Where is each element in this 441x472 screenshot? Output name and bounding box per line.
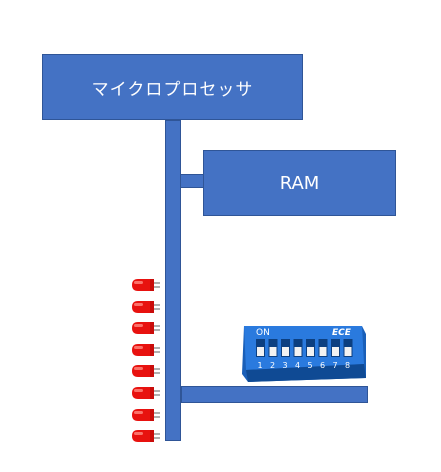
dip-number-3: 3 [283,361,288,370]
dip-brand-label: ECE [332,328,352,338]
led-3 [131,322,161,335]
dip-switch-4[interactable] [293,339,303,357]
led-7 [131,408,161,421]
dip-switch-7[interactable] [331,339,340,357]
led-2 [131,300,161,313]
dip-switch-2[interactable] [268,339,278,357]
microprocessor-label: マイクロプロセッサ [91,79,254,100]
dip-number-2: 2 [270,361,275,370]
bus-branch-io [181,386,368,403]
led-5 [131,365,161,378]
dip-on-label: ON [256,328,270,338]
led-6 [131,387,161,399]
led-8 [131,430,161,443]
ram-label: RAM [279,172,320,194]
dip-switch-6[interactable] [318,339,328,357]
dip-switch-8[interactable] [343,339,353,357]
dip-number-1: 1 [258,361,263,370]
dip-number-7: 7 [333,361,338,370]
led-1 [131,279,161,291]
dip-number-8: 8 [345,361,350,370]
dip-switch-5[interactable] [306,339,315,357]
dip-switch-1[interactable] [256,339,265,357]
dip-number-6: 6 [320,361,325,370]
dip-number-4: 4 [295,361,300,370]
system-bus [165,120,181,441]
bus-branch-ram [181,174,203,188]
ram-block: RAM [203,150,396,216]
dip-number-5: 5 [308,361,313,370]
led-4 [131,343,161,356]
microprocessor-block: マイクロプロセッサ [42,54,303,120]
dip-switch-3[interactable] [281,339,290,357]
